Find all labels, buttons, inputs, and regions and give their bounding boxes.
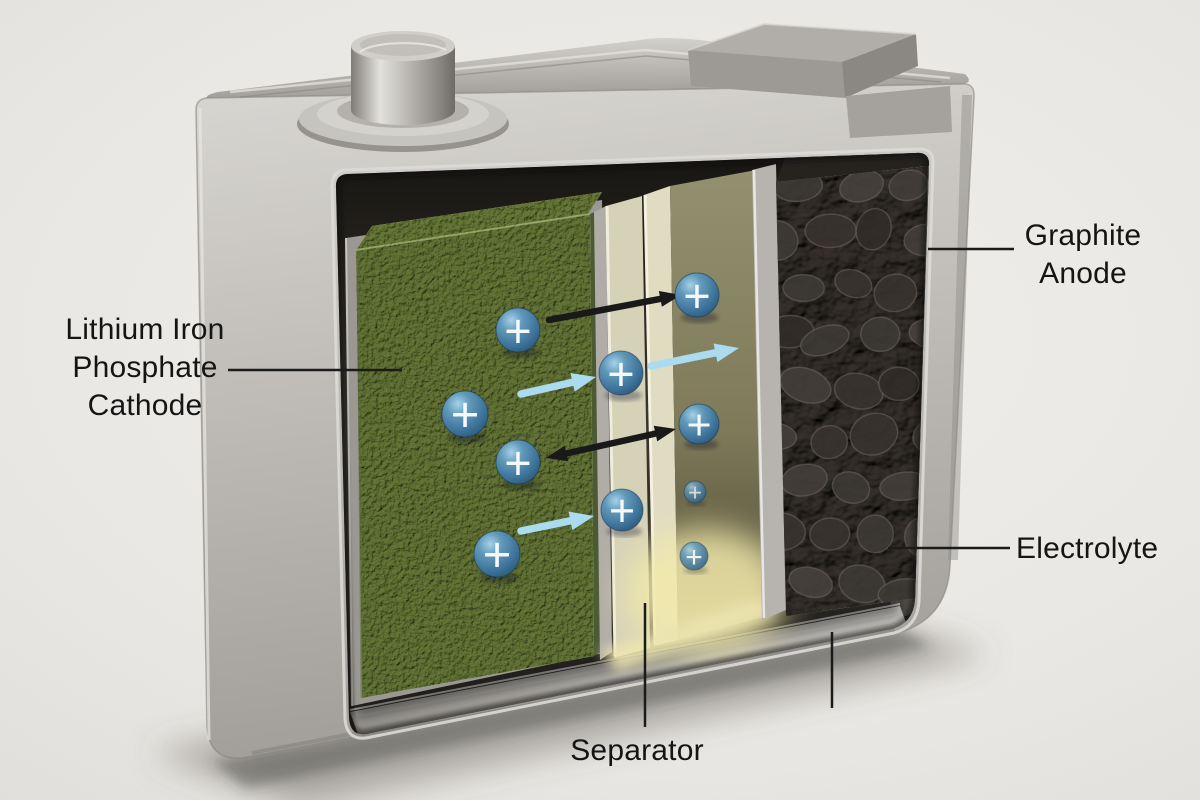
lithium-ion: + <box>600 485 644 537</box>
cathode-label-line: Cathode <box>87 389 203 422</box>
lithium-ion: + <box>683 480 707 507</box>
graphite-stone <box>788 566 834 599</box>
lithium-ion: + <box>679 541 709 574</box>
graphite-stone <box>810 424 849 460</box>
lithium-ions: + + + + + + + + + + <box>441 269 720 584</box>
battery-terminal-post <box>297 31 509 152</box>
lithium-ion: + <box>495 436 541 491</box>
graphite-stone <box>799 324 850 357</box>
lithium-ion: + <box>678 401 720 450</box>
ion-plus-symbol: + <box>504 304 531 357</box>
ion-plus-symbol: + <box>483 529 512 583</box>
ion-plus-symbol: + <box>607 347 634 400</box>
lithium-ion: + <box>441 389 489 444</box>
ion-flow-arrow-black <box>546 425 676 462</box>
anode-label: Graphite Anode <box>1008 217 1158 293</box>
graphite-stone <box>856 514 895 554</box>
lithium-ion: + <box>598 347 644 402</box>
opening-rim <box>330 147 935 740</box>
cathode-label-line: Lithium Iron <box>65 313 225 346</box>
ion-plus-symbol: + <box>609 485 635 536</box>
ion-plus-symbol: + <box>685 541 703 574</box>
separator-label: Separator <box>570 734 704 767</box>
electrolyte-gap <box>600 170 788 672</box>
ion-plus-symbol: + <box>504 436 531 489</box>
graphite-stone <box>855 207 892 251</box>
lithium-ion: + <box>495 304 541 359</box>
ion-flow-arrow-blue <box>517 373 596 398</box>
cathode-label: Lithium Iron Phosphate Cathode <box>40 311 250 425</box>
graphite-stone <box>849 412 899 456</box>
battery-terminal-block <box>687 22 952 138</box>
lithium-ion: + <box>674 269 720 324</box>
anode-block <box>776 152 930 616</box>
ion-plus-symbol: + <box>686 401 711 449</box>
graphite-stone <box>873 273 918 313</box>
graphite-stone <box>782 273 825 303</box>
cathode-block <box>355 192 608 699</box>
electrolyte-label: Electrolyte <box>1016 532 1159 565</box>
anode-label-line: Anode <box>1039 257 1127 290</box>
ion-flow-arrow-blue <box>517 511 594 535</box>
graphite-stone <box>809 517 851 551</box>
graphite-stone <box>834 268 873 299</box>
graphite-stone <box>804 213 857 249</box>
anode-label-line: Graphite <box>1024 219 1142 252</box>
lithium-ion: + <box>473 529 521 584</box>
ion-flow-arrow-blue <box>647 343 739 370</box>
ion-plus-symbol: + <box>451 389 480 443</box>
ion-plus-symbol: + <box>683 269 710 322</box>
graphite-stone <box>859 316 901 353</box>
graphite-stone <box>833 372 884 410</box>
ground-shadow <box>150 618 990 800</box>
graphite-stone <box>779 366 832 404</box>
graphite-stone <box>831 471 871 505</box>
leader-lines <box>228 247 1014 727</box>
graphite-stone <box>776 219 799 261</box>
cathode-label-line: Phosphate <box>72 351 218 384</box>
ion-plus-symbol: + <box>688 480 702 507</box>
